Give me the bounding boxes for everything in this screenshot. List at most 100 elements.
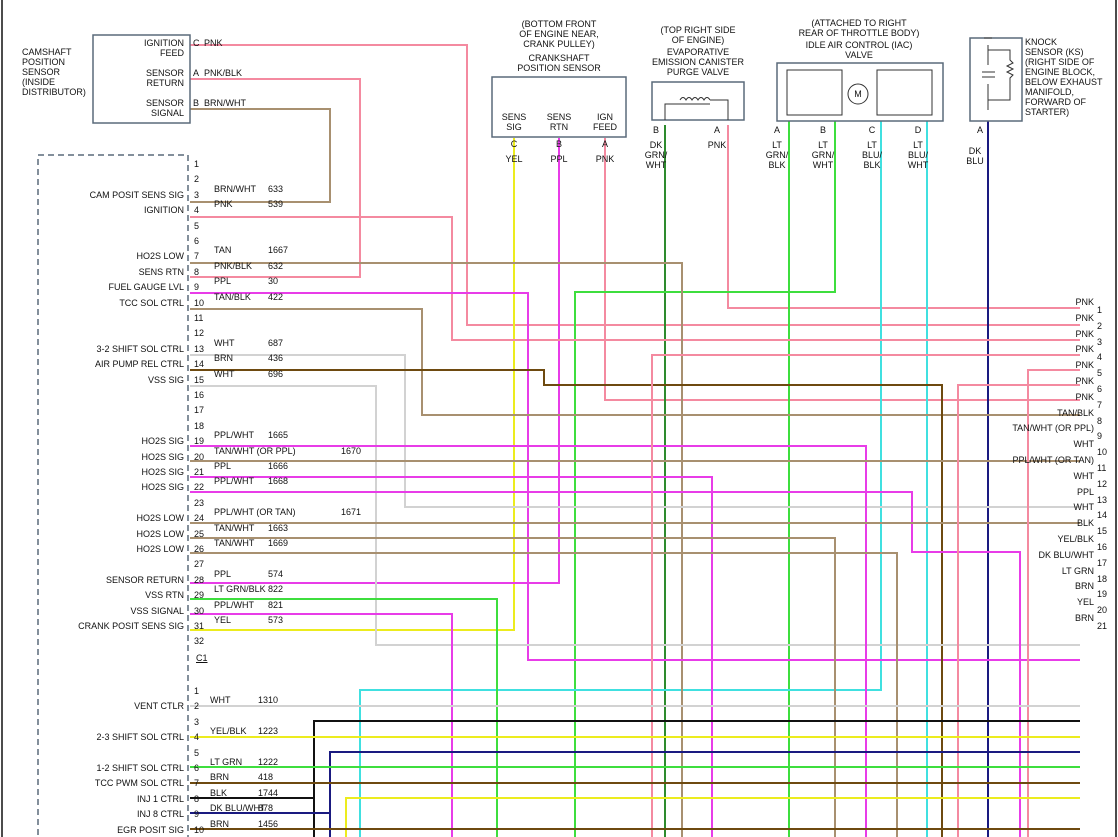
pcm-c2-circuit: 1222: [258, 757, 279, 767]
pcm-c1-circuit: 30: [268, 276, 279, 287]
pcm-c1-pin-number: 15: [194, 374, 205, 385]
pcm-c2-circuit: 418: [258, 772, 274, 783]
pcm-c1-pin-number: 6: [194, 236, 200, 246]
pcm-c2-circuit: 1223: [258, 726, 279, 737]
pcm-c1-pin-number: 5: [194, 220, 200, 231]
knock-sensor-box: [969, 37, 1023, 122]
pcm-c1-circuit: 822: [268, 584, 284, 595]
ckp-pin-label: IGN FEED: [592, 112, 617, 132]
right-connector-pin-number: 13: [1097, 494, 1108, 505]
pcm-c1-circuit: 436: [268, 353, 284, 364]
pcm-c1-pin-number: 13: [194, 343, 205, 354]
right-connector-wire-color: PPL/WHT (OR TAN): [1012, 455, 1094, 465]
pcm-c1-circuit: 539: [268, 199, 284, 210]
pcm-c1-circuit: 422: [268, 291, 284, 302]
right-connector-wire-color: PNK: [1075, 297, 1094, 307]
cmp-pin-letter: A: [193, 68, 200, 78]
wire-c1-13: [190, 354, 1080, 508]
right-connector-wire-color: PNK: [1075, 376, 1094, 386]
wire-c1-21: [190, 476, 713, 837]
right-connector-pin-number: 21: [1097, 621, 1108, 631]
cmp-wire-color: PNK: [204, 38, 223, 48]
cmp-pin-letter: B: [193, 98, 200, 108]
pcm-c2-pin-label: INJ 8 CTRL: [136, 809, 184, 820]
evap-pin-letter: A: [713, 125, 720, 135]
pcm-c1-pin-label: CRANK POSIT SENS SIG: [78, 621, 184, 631]
ckp-pin-letter: B: [555, 139, 562, 149]
evap-valve-box: [651, 81, 745, 121]
pcm-c1-pin-label: HO2S SIG: [141, 436, 184, 447]
pcm-c1-pin-number: 29: [194, 590, 205, 601]
pcm-c1-pin-number: 31: [194, 621, 205, 631]
wire-cmp-sensor-return: [190, 78, 361, 278]
ks-pin-letter: A: [976, 125, 983, 135]
pcm-c1-pin-number: 22: [194, 482, 205, 493]
wire-c1-30: [190, 613, 453, 837]
right-connector-wire-color: TAN/BLK: [1057, 407, 1094, 418]
pcm-c1-pin-label: VSS RTN: [145, 590, 184, 601]
pcm-c1-pin-number: 26: [194, 544, 205, 554]
pcm-c2-pin-number: 5: [194, 747, 200, 758]
pcm-c1-wire-color: TAN/WHT: [214, 522, 255, 533]
pcm-c1-wire-color: TAN/WHT: [214, 538, 255, 548]
pcm-c2-pin-number: 8: [194, 793, 200, 804]
pcm-c1-wire-color: BRN: [214, 353, 234, 364]
iac-pin-letter: A: [773, 125, 780, 135]
right-connector-wire-color: WHT: [1073, 502, 1095, 513]
pcm-c1-pin-label: HO2S LOW: [136, 513, 184, 524]
right-connector-pin-number: 6: [1097, 384, 1103, 394]
pcm-c2-wire-color: DK BLU/WHT: [210, 803, 266, 814]
ckp-wire-color: PPL: [550, 154, 568, 164]
pcm-c2-circuit: 1744: [258, 787, 279, 798]
knock-sensor-symbol: [982, 37, 1015, 110]
right-connector-wire-color: LT GRN: [1061, 565, 1094, 576]
wire-r5: [1027, 369, 1080, 837]
right-connector-pin-number: 14: [1097, 510, 1108, 521]
pcm-c1-pin-number: 25: [194, 528, 205, 539]
pcm-c1-pin-number: 1: [194, 159, 200, 169]
pcm-c2-pin-number: 2: [194, 701, 200, 712]
pcm-c2-wire-color: BRN: [210, 818, 230, 829]
right-connector-wire-color: PNK: [1075, 344, 1094, 355]
pcm-c1-pin-label: SENS RTN: [138, 266, 184, 277]
pcm-c1-wire-color: YEL: [214, 615, 232, 625]
crankshaft-sensor-box: [491, 76, 627, 138]
iac-location: (ATTACHED TO RIGHT REAR OF THROTTLE BODY…: [798, 18, 920, 38]
pcm-c1-wire-color: PNK: [214, 199, 233, 210]
evap-pin-letter: B: [652, 125, 659, 135]
iac-coil-b-frame: [876, 69, 933, 116]
pcm-c1-pin-label: HO2S LOW: [136, 528, 184, 539]
right-connector-pin-number: 20: [1097, 605, 1108, 616]
pcm-c1-wire-color: PPL: [214, 461, 232, 471]
pcm-c1-pin-number: 19: [194, 436, 205, 447]
right-connector-pin-number: 5: [1097, 368, 1103, 379]
pcm-c1-pin-number: 12: [194, 328, 205, 339]
right-connector-pin-number: 17: [1097, 557, 1108, 568]
iac-wire-color: LT GRN/ WHT: [811, 140, 835, 170]
pcm-c1-pin-label: 3-2 SHIFT SOL CTRL: [96, 343, 184, 354]
pcm-c2-wire-color: LT GRN: [210, 757, 243, 767]
pcm-c1-pin-number: 20: [194, 451, 205, 462]
pcm-c1-wire-color: PPL/WHT (OR TAN): [214, 507, 296, 518]
wire-c1-4: [190, 216, 1080, 341]
right-connector-wire-color: BLK: [1076, 518, 1094, 529]
pcm-c2-circuit: 1310: [258, 695, 279, 706]
pcm-c1-pin-label: VSS SIG: [147, 374, 184, 385]
right-connector-wire-color: PNK: [1075, 360, 1094, 371]
pcm-c1-pin-label: FUEL GAUGE LVL: [108, 282, 184, 293]
pcm-c2-pin-label: 1-2 SHIFT SOL CTRL: [96, 763, 184, 773]
right-connector-wire-color: PNK: [1075, 328, 1094, 339]
ckp-wire-color: YEL: [505, 154, 523, 164]
right-connector-wire-color: DK BLU/WHT: [1038, 549, 1094, 560]
pcm-c1-pin-number: 18: [194, 420, 205, 431]
cmp-pin-label: IGNITION FEED: [144, 38, 184, 58]
pcm-c1-circuit: 1670: [341, 445, 362, 456]
camshaft-sensor-name: CAMSHAFT POSITION SENSOR (INSIDE DISTRIB…: [22, 47, 86, 97]
pcm-c1-pin-number: 24: [194, 513, 205, 524]
right-connector-wire-color: YEL: [1076, 597, 1094, 608]
solenoid-coil-symbol: [664, 97, 729, 120]
pcm-c1-pin-number: 11: [194, 313, 204, 323]
right-connector-pin-number: 8: [1097, 415, 1103, 426]
right-connector-wire-color: PNK: [1075, 312, 1094, 323]
ckp-wire-color: PNK: [595, 154, 615, 164]
